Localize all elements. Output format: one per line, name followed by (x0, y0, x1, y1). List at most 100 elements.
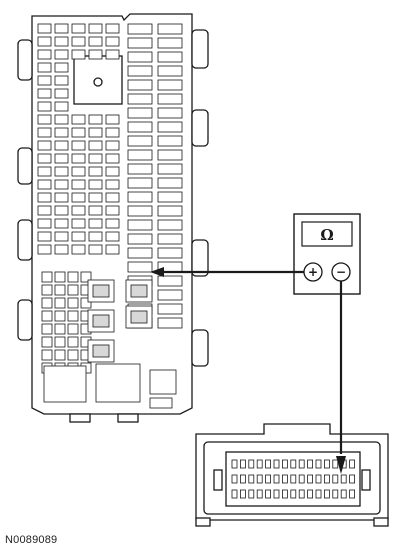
mini-fuse (105, 231, 120, 242)
connector-pin (281, 489, 288, 499)
mini-fuse (54, 36, 69, 47)
lower-fuse (80, 271, 92, 283)
mini-fuse (37, 101, 52, 112)
mini-fuse (54, 140, 69, 151)
side-fuse (157, 65, 183, 77)
side-fuse (127, 107, 153, 119)
mini-fuse (54, 49, 69, 60)
connector-pin (307, 459, 314, 469)
relay-core (130, 310, 148, 324)
side-fuse (157, 205, 183, 217)
connector-pin (239, 489, 246, 499)
lower-fuse (54, 271, 66, 283)
mini-fuse (105, 114, 120, 125)
mini-fuse (105, 166, 120, 177)
side-fuse (157, 79, 183, 91)
mini-fuse (54, 75, 69, 86)
side-fuse (157, 23, 183, 35)
mini-fuse (71, 205, 86, 216)
connector-pin (231, 459, 238, 469)
connector-pin (231, 489, 238, 499)
mini-fuse (54, 114, 69, 125)
side-fuse (127, 79, 153, 91)
lower-fuse (67, 310, 79, 322)
connector-pin (307, 489, 314, 499)
mini-fuse (105, 244, 120, 255)
lower-fuse (41, 310, 53, 322)
side-fuse (157, 275, 183, 287)
multimeter-display (301, 221, 353, 247)
lower-fuse (54, 336, 66, 348)
mini-fuse (105, 140, 120, 151)
mini-fuse (105, 153, 120, 164)
connector-pin (273, 489, 280, 499)
side-fuse (127, 121, 153, 133)
connector-pin (323, 474, 330, 484)
mini-fuse (37, 23, 52, 34)
mini-fuse (37, 36, 52, 47)
lower-fuse (54, 323, 66, 335)
positive-terminal-label: + (308, 265, 318, 279)
lower-fuse (67, 349, 79, 361)
negative-terminal-label: − (336, 265, 346, 279)
side-fuse (127, 177, 153, 189)
mini-fuse (88, 114, 103, 125)
connector-pin (298, 489, 305, 499)
relay-core (130, 284, 148, 298)
connector-pin (307, 474, 314, 484)
mini-fuse (71, 23, 86, 34)
connector-pin (265, 489, 272, 499)
mini-fuse (54, 205, 69, 216)
lower-fuse (67, 271, 79, 283)
connector-pin (340, 474, 347, 484)
connector-pin (248, 489, 255, 499)
side-fuse (157, 289, 183, 301)
side-fuse (157, 149, 183, 161)
mini-fuse (88, 140, 103, 151)
lower-fuse (41, 284, 53, 296)
connector-pin (323, 489, 330, 499)
connector-pin-rows (231, 459, 356, 499)
connector-pin (290, 489, 297, 499)
mini-fuse (71, 192, 86, 203)
mini-fuse (37, 166, 52, 177)
mini-fuse (71, 36, 86, 47)
mini-fuse (88, 49, 103, 60)
mini-fuse (37, 244, 52, 255)
bottom-module (149, 369, 177, 395)
connector-pin (265, 474, 272, 484)
mini-fuse (37, 62, 52, 73)
connector-pin (349, 459, 356, 469)
side-fuse (127, 191, 153, 203)
mini-fuse (88, 127, 103, 138)
negative-probe-tip (336, 456, 346, 474)
lower-fuse (41, 297, 53, 309)
connector-pin (332, 474, 339, 484)
mini-fuse (37, 140, 52, 151)
lower-fuse (67, 284, 79, 296)
mini-fuse (37, 231, 52, 242)
mini-fuse (71, 218, 86, 229)
figure-id: N0089089 (5, 534, 58, 546)
mini-fuse (54, 179, 69, 190)
connector-pin (332, 489, 339, 499)
side-fuse (127, 37, 153, 49)
connector-pin (315, 459, 322, 469)
connector-pin (323, 459, 330, 469)
mini-fuse (37, 75, 52, 86)
connector-pin (340, 489, 347, 499)
mini-fuse (71, 231, 86, 242)
connector-pin (290, 474, 297, 484)
connector-pin (248, 474, 255, 484)
mini-fuse (54, 153, 69, 164)
mini-fuse (88, 205, 103, 216)
mini-fuse (88, 192, 103, 203)
side-fuse (157, 219, 183, 231)
connector-pin (349, 474, 356, 484)
mini-fuse (105, 179, 120, 190)
connector-pin (315, 489, 322, 499)
ohm-symbol: Ω (320, 226, 333, 244)
mini-fuse (71, 244, 86, 255)
mini-fuse (88, 36, 103, 47)
mini-fuse (54, 88, 69, 99)
